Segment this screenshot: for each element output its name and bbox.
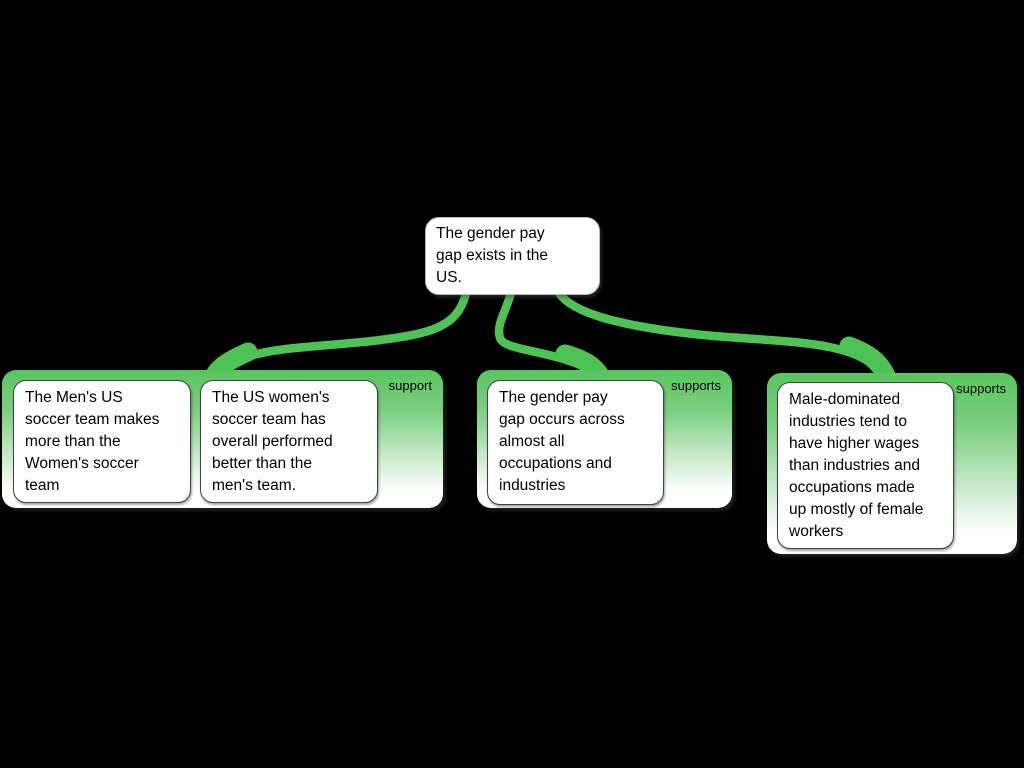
premise-text: The gender pay gap occurs across almost …	[499, 389, 625, 494]
relation-label: support	[388, 378, 432, 393]
support-group-2[interactable]: supports The gender pay gap occurs acros…	[477, 370, 732, 508]
claim-text: The gender pay gap exists in the US.	[436, 225, 549, 286]
premise-text: Male-dominated industries tend to have h…	[789, 391, 924, 540]
premise-text: The Men's US soccer team makes more than…	[25, 389, 160, 494]
relation-label: supports	[671, 378, 721, 393]
support-edge-3	[554, 288, 891, 380]
support-group-1[interactable]: support The Men's US soccer team makes m…	[2, 370, 443, 508]
premise-text: The US women's soccer team has overall p…	[212, 389, 333, 494]
premise-box[interactable]: The US women's soccer team has overall p…	[200, 380, 378, 503]
relation-label: supports	[956, 381, 1006, 396]
support-edge-1	[209, 288, 471, 381]
premise-box[interactable]: The gender pay gap occurs across almost …	[487, 380, 664, 505]
support-group-3[interactable]: supports Male-dominated industries tend …	[767, 373, 1017, 554]
premise-box[interactable]: The Men's US soccer team makes more than…	[13, 380, 191, 503]
claim-box[interactable]: The gender pay gap exists in the US.	[425, 217, 600, 295]
premise-box[interactable]: Male-dominated industries tend to have h…	[777, 382, 954, 549]
